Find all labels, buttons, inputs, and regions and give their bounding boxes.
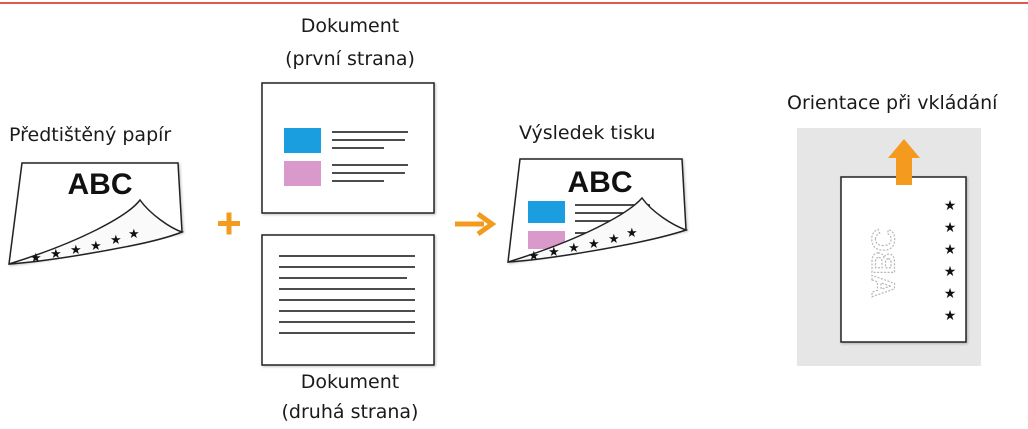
star-icon: ★ — [548, 245, 560, 260]
star-icon: ★ — [568, 241, 580, 256]
header-rule — [0, 2, 1028, 4]
print-result-paper: ABC ★ ★ ★ ★ ★ ★ — [507, 158, 689, 264]
star-icon: ★ — [608, 232, 620, 247]
preprinted-paper: ABC ★ ★ ★ ★ ★ ★ — [8, 162, 185, 266]
preprinted-abc-text: ABC — [68, 168, 133, 201]
result-image-blue — [528, 201, 565, 223]
star-icon: ★ — [90, 239, 102, 254]
preprinted-paper-label: Předtištěný papír — [9, 124, 172, 146]
star-icon: ★ — [128, 227, 140, 242]
orientation-panel: ABC ★ ★ ★ ★ ★ ★ — [797, 128, 981, 366]
doc-first-label-line1: Dokument — [300, 15, 400, 37]
doc-second-label-line2: (druhá strana) — [281, 401, 419, 423]
loading-sheet — [840, 176, 967, 343]
star-icon: ★ — [528, 249, 540, 264]
result-image-pink — [528, 231, 565, 249]
star-icon: ★ — [110, 233, 122, 248]
star-icon: ★ — [944, 198, 957, 214]
star-icon: ★ — [70, 243, 82, 258]
star-icon: ★ — [30, 251, 42, 266]
print-result-label: Výsledek tisku — [519, 122, 656, 144]
result-abc-text: ABC — [568, 166, 633, 199]
arrow-right-icon — [455, 211, 497, 237]
document-second-page — [261, 234, 435, 366]
mirrored-abc-text: ABC — [865, 228, 901, 297]
star-icon: ★ — [944, 220, 957, 236]
image-block-blue — [284, 128, 321, 153]
star-icon: ★ — [944, 308, 957, 324]
star-icon: ★ — [50, 247, 62, 262]
arrow-up-icon — [888, 139, 920, 185]
loading-orientation-label: Orientace při vkládání — [787, 92, 998, 114]
star-icon: ★ — [944, 264, 957, 280]
plus-icon — [218, 212, 240, 235]
star-icon: ★ — [944, 242, 957, 258]
star-icon: ★ — [944, 286, 957, 302]
doc-second-label-line1: Dokument — [300, 371, 400, 393]
doc-first-label-line2: (první strana) — [285, 48, 415, 70]
star-icon: ★ — [626, 226, 638, 241]
image-block-pink — [284, 161, 321, 186]
star-icon: ★ — [588, 237, 600, 252]
document-first-page — [261, 82, 435, 214]
